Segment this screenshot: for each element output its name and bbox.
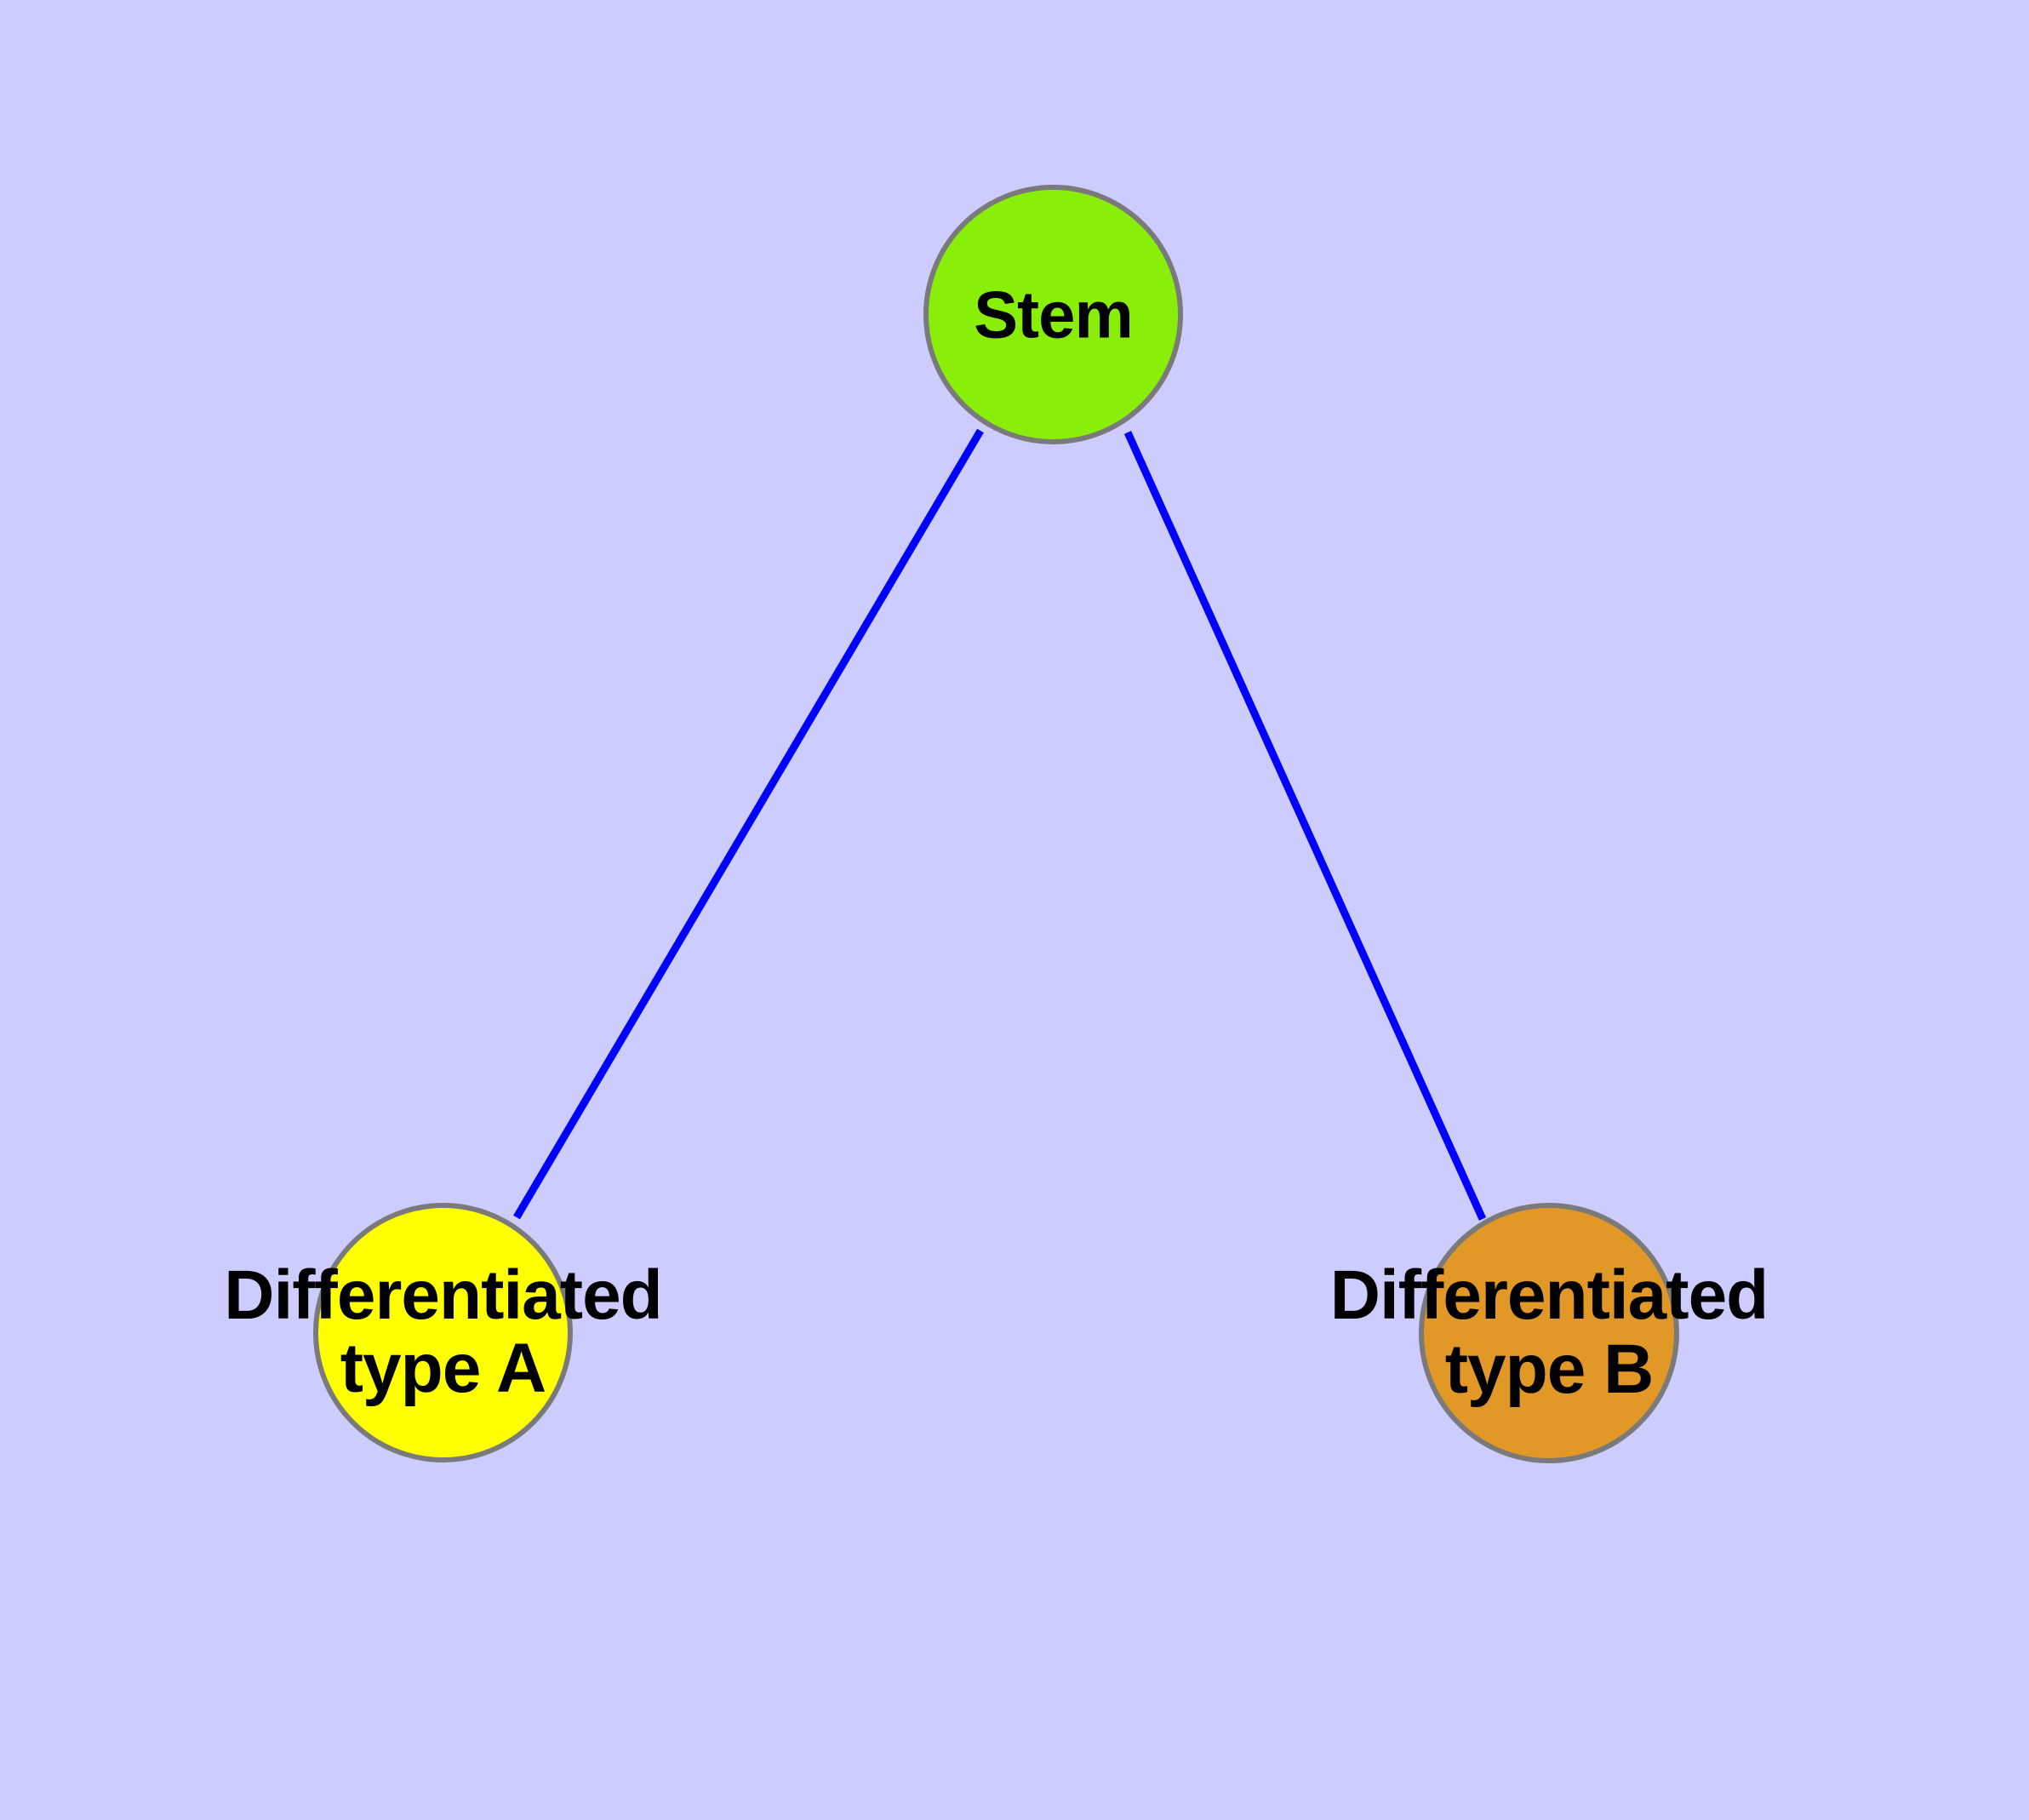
node-differentiated-type-b[interactable]: Differentiated type B [1330,1203,1769,1463]
node-stem-label: Stem [974,277,1134,352]
node-stem[interactable]: Stem [923,185,1183,444]
edge-stem-to-differentiated-type-a [513,428,984,1220]
edge-stem-to-differentiated-type-b [1123,431,1487,1221]
node-differentiated-type-a[interactable]: Differentiated type A [224,1203,663,1462]
